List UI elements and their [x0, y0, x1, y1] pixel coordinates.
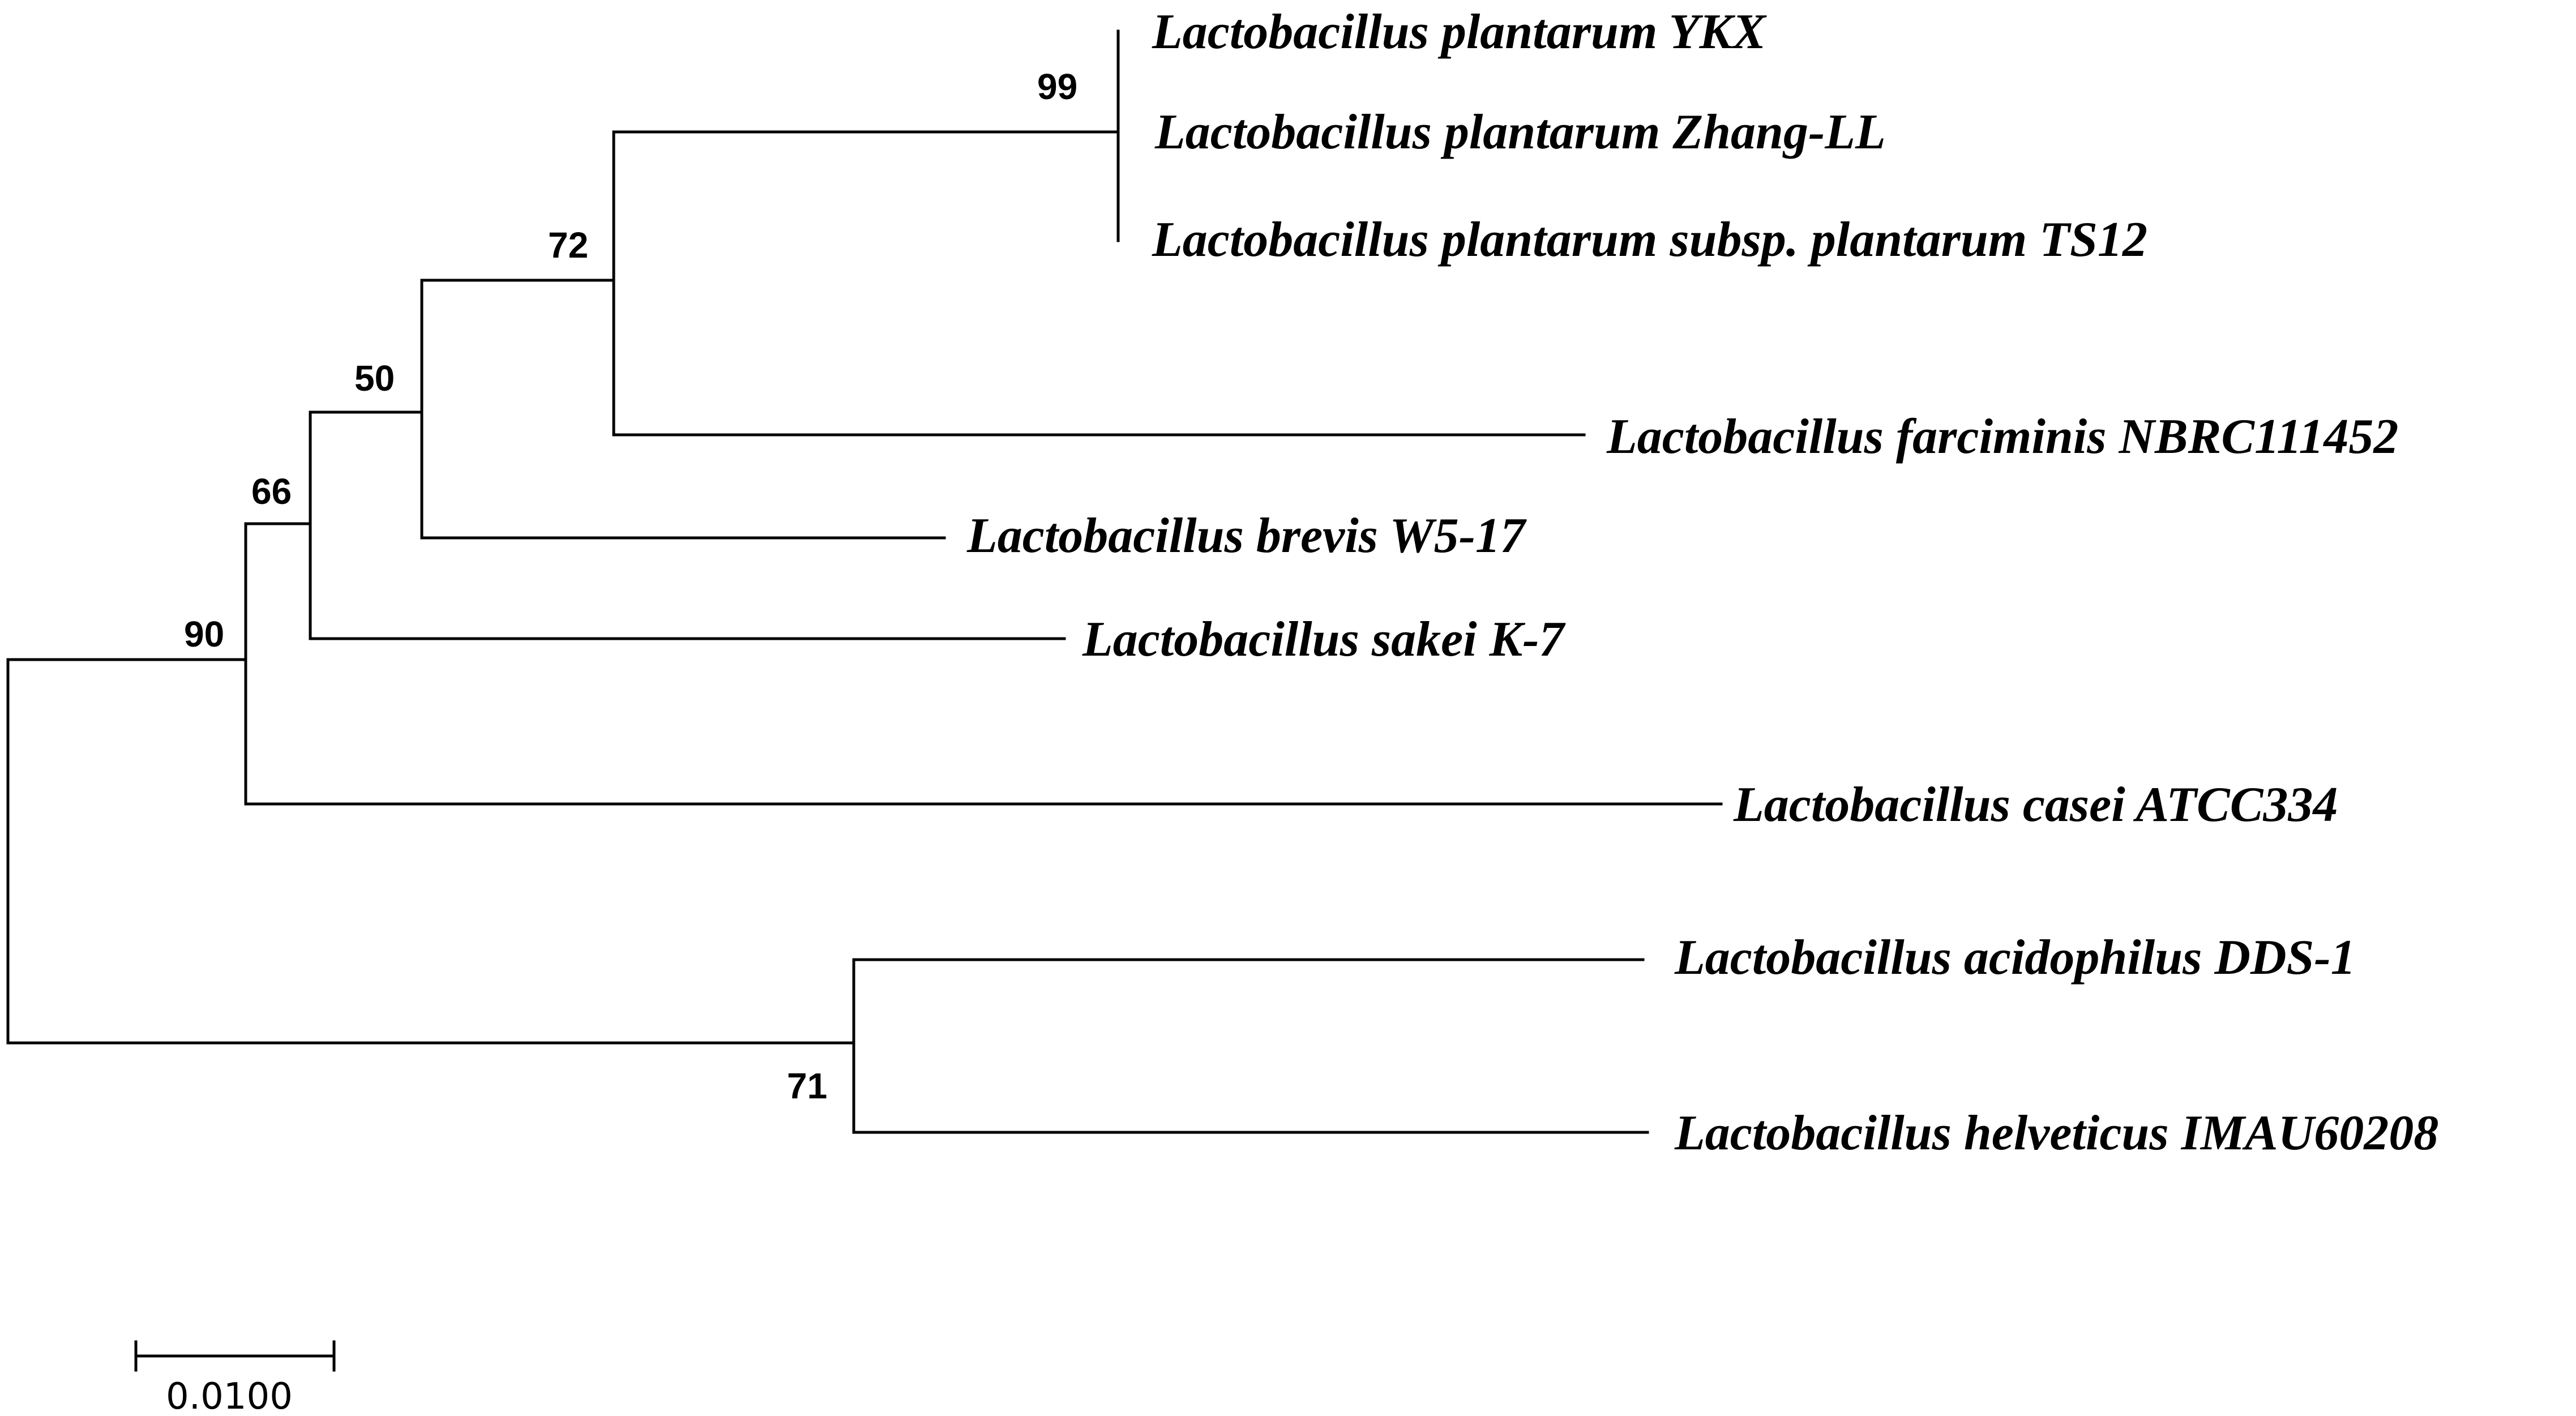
taxon-label: Lactobacillus helveticus IMAU60208 — [1674, 1106, 2438, 1161]
support-value: 99 — [1037, 66, 1077, 107]
taxon-label: Lactobacillus sakei K-7 — [1082, 612, 1566, 667]
support-value: 90 — [184, 614, 224, 654]
support-value: 72 — [548, 225, 588, 266]
taxon-label: Lactobacillus plantarum YKX — [1152, 5, 1767, 59]
taxon-label: Lactobacillus plantarum subsp. plantarum… — [1152, 212, 2147, 267]
taxon-label: Lactobacillus casei ATCC334 — [1733, 777, 2338, 832]
support-value: 71 — [787, 1066, 827, 1106]
taxon-label: Lactobacillus brevis W5-17 — [966, 508, 1527, 563]
support-value: 50 — [354, 358, 395, 399]
support-value: 66 — [251, 471, 292, 512]
scale-bar-label: 0.0100 — [166, 1376, 293, 1416]
taxon-label: Lactobacillus acidophilus DDS-1 — [1674, 930, 2356, 985]
taxon-label: Lactobacillus farciminis NBRC111452 — [1606, 409, 2398, 464]
taxon-label: Lactobacillus plantarum Zhang-LL — [1154, 105, 1886, 160]
